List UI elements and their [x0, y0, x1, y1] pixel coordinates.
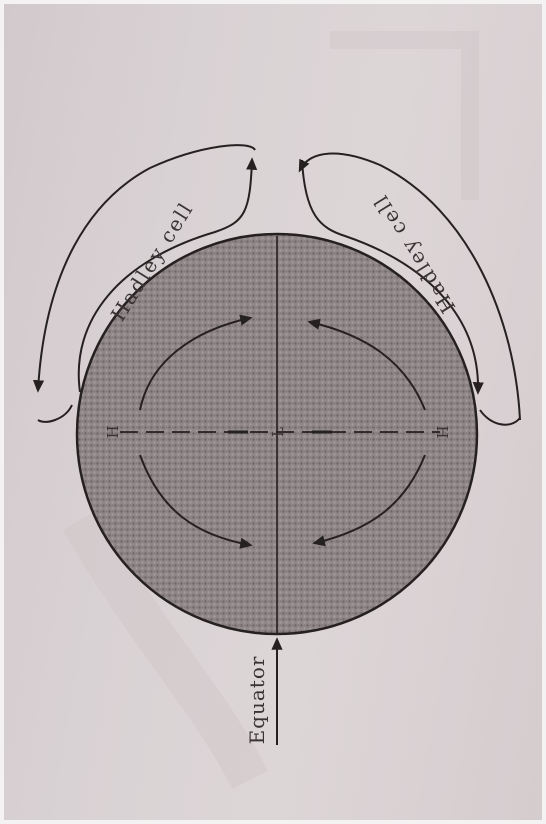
equator-label: Equator	[245, 656, 269, 745]
center-label: L	[269, 427, 287, 437]
pole-left-label: H	[104, 425, 122, 438]
pole-right-label: H	[433, 425, 451, 438]
hadley-left-bottom-join	[38, 405, 72, 422]
hadley-right-bottom-join	[480, 410, 520, 425]
